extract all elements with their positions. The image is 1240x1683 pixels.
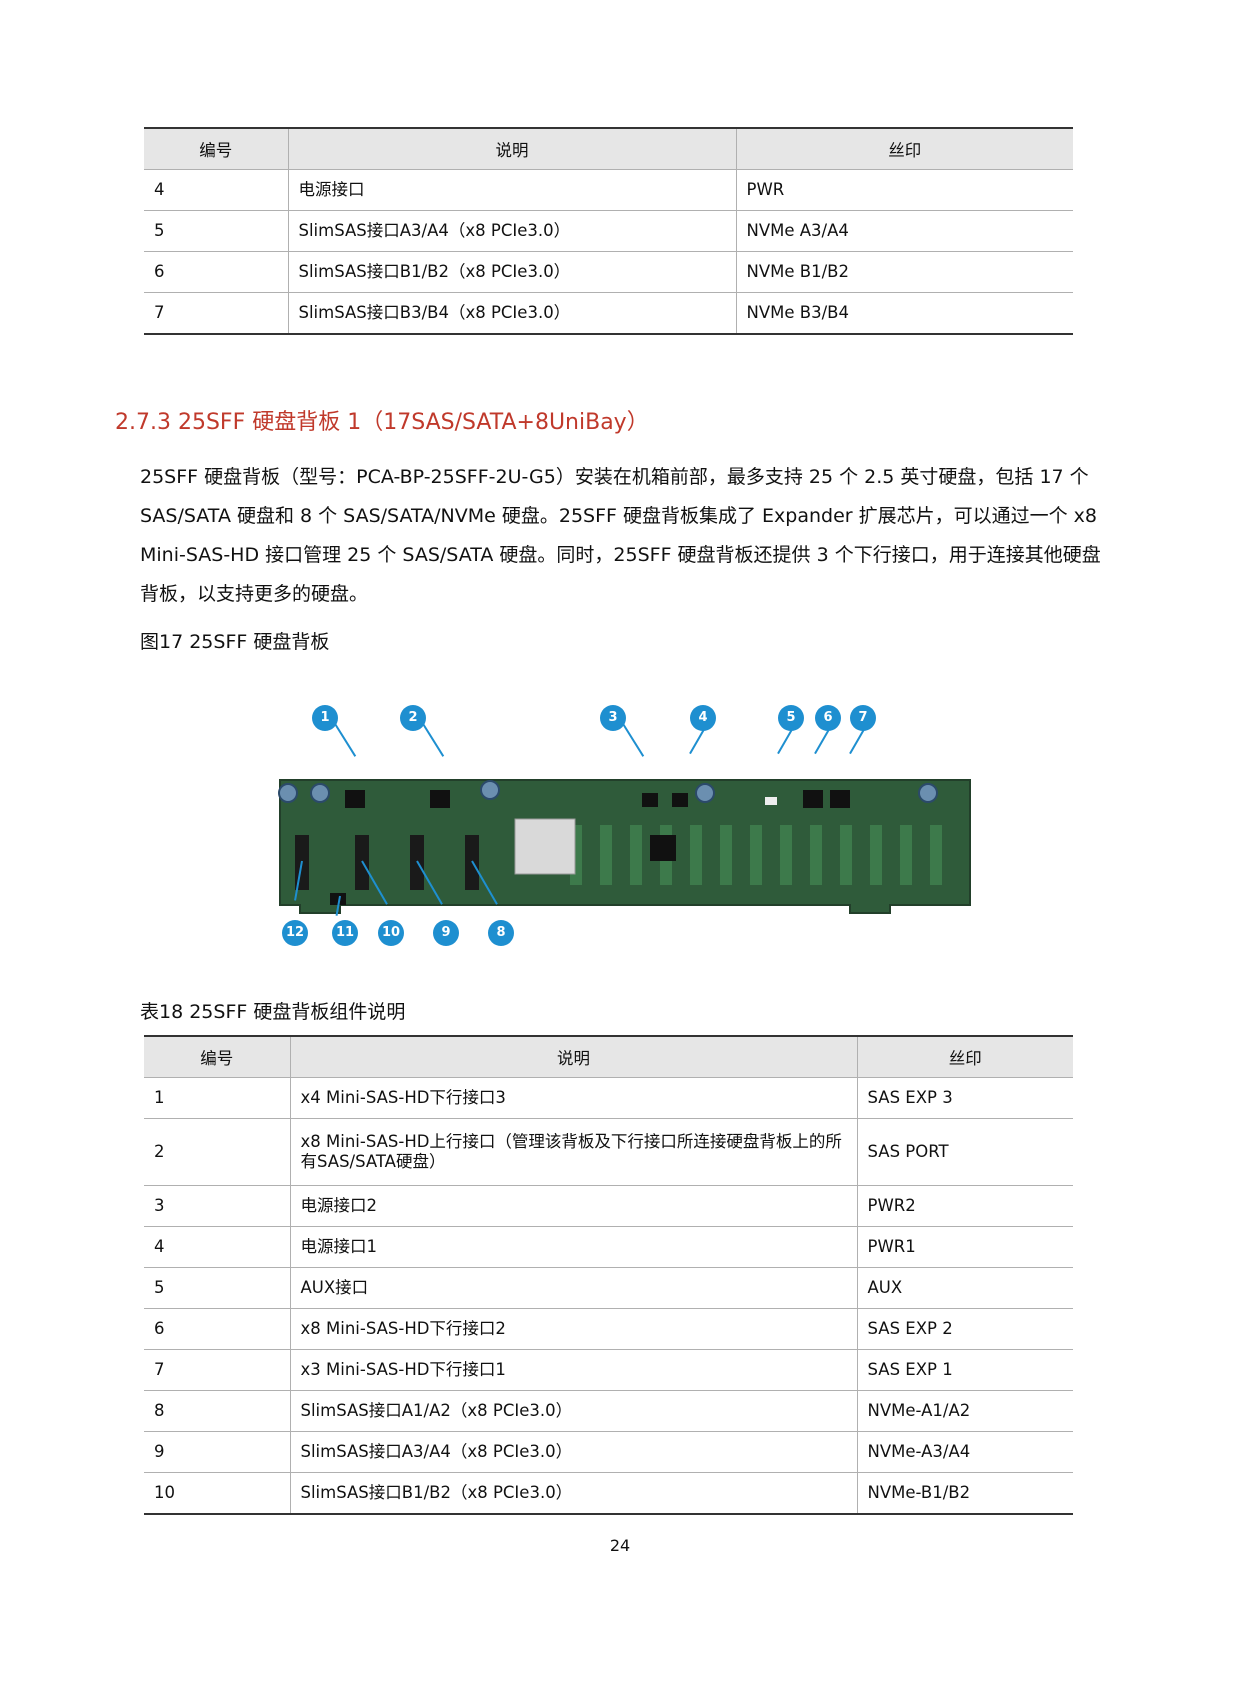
section-heading: 2.7.3 25SFF 硬盘背板 1（17SAS/SATA+8UniBay）	[115, 410, 649, 435]
table-row: 5 AUX接口 AUX	[144, 1267, 1073, 1309]
cell-number: 4	[144, 169, 289, 211]
cell-description: SlimSAS接口B1/B2（x8 PCIe3.0）	[288, 251, 737, 293]
table-caption: 表18 25SFF 硬盘背板组件说明	[140, 1001, 406, 1023]
expander-chip	[650, 835, 676, 861]
cell-description: SlimSAS接口A3/A4（x8 PCIe3.0）	[290, 1431, 858, 1473]
cell-number: 7	[144, 1349, 291, 1391]
power-connectors	[642, 793, 688, 807]
cell-number: 8	[144, 1390, 291, 1432]
table-row: 7 x3 Mini-SAS-HD下行接口1 SAS EXP 1	[144, 1349, 1073, 1391]
aux-connector	[765, 797, 777, 805]
cell-silkscreen: NVMe A3/A4	[736, 210, 1073, 252]
table-row: 1 x4 Mini-SAS-HD下行接口3 SAS EXP 3	[144, 1077, 1073, 1119]
header-description: 说明	[290, 1036, 858, 1078]
cell-description: x3 Mini-SAS-HD下行接口1	[290, 1349, 858, 1391]
cell-silkscreen: PWR	[736, 169, 1073, 211]
expander-heatsink	[514, 818, 576, 875]
cell-number: 1	[144, 1077, 291, 1119]
table-row: 2 x8 Mini-SAS-HD上行接口（管理该背板及下行接口所连接硬盘背板上的…	[144, 1118, 1073, 1186]
cell-silkscreen: NVMe-A3/A4	[857, 1431, 1073, 1473]
cell-number: 9	[144, 1431, 291, 1473]
intro-paragraph: 25SFF 硬盘背板（型号：PCA-BP-25SFF-2U-G5）安装在机箱前部…	[140, 466, 1101, 605]
callout-4: 4	[690, 705, 716, 731]
component-table: 编号 说明 丝印 1 x4 Mini-SAS-HD下行接口3 SAS EXP 3…	[144, 1035, 1073, 1515]
cell-description: x8 Mini-SAS-HD下行接口2	[290, 1308, 858, 1350]
table-row: 6 x8 Mini-SAS-HD下行接口2 SAS EXP 2	[144, 1308, 1073, 1350]
table-row: 9 SlimSAS接口A3/A4（x8 PCIe3.0） NVMe-A3/A4	[144, 1431, 1073, 1473]
cell-number: 6	[144, 251, 289, 293]
cell-number: 2	[144, 1118, 291, 1186]
table-row: 6 SlimSAS接口B1/B2（x8 PCIe3.0） NVMe B1/B2	[144, 251, 1073, 293]
cell-description: x8 Mini-SAS-HD上行接口（管理该背板及下行接口所连接硬盘背板上的所有…	[290, 1118, 858, 1186]
cell-silkscreen: SAS PORT	[857, 1118, 1073, 1186]
cell-number: 5	[144, 1267, 291, 1309]
page-number: 24	[609, 1536, 631, 1555]
callout-3: 3	[600, 705, 626, 731]
cell-description: SlimSAS接口B1/B2（x8 PCIe3.0）	[290, 1472, 858, 1514]
callout-6: 6	[815, 705, 841, 731]
drive-connector-slots	[570, 825, 942, 885]
cell-number: 10	[144, 1472, 291, 1514]
figure-caption: 图17 25SFF 硬盘背板	[140, 631, 330, 653]
cell-silkscreen: PWR1	[857, 1226, 1073, 1268]
cell-number: 3	[144, 1185, 291, 1227]
header-description: 说明	[288, 128, 737, 170]
standoffs	[278, 780, 938, 803]
header-silkscreen: 丝印	[857, 1036, 1073, 1078]
callout-9: 9	[433, 920, 459, 946]
backplane-image	[278, 779, 971, 914]
mini-sas-hd-connectors	[345, 790, 850, 808]
cell-description: 电源接口1	[290, 1226, 858, 1268]
table-row: 3 电源接口2 PWR2	[144, 1185, 1073, 1227]
header-number: 编号	[144, 128, 289, 170]
callout-7: 7	[850, 705, 876, 731]
cell-silkscreen: SAS EXP 3	[857, 1077, 1073, 1119]
table-row: 10 SlimSAS接口B1/B2（x8 PCIe3.0） NVMe-B1/B2	[144, 1472, 1073, 1514]
header-silkscreen: 丝印	[736, 128, 1073, 170]
callout-12: 12	[282, 920, 308, 946]
cell-silkscreen: NVMe-A1/A2	[857, 1390, 1073, 1432]
cell-number: 7	[144, 292, 289, 334]
callout-1: 1	[312, 705, 338, 731]
cell-silkscreen: SAS EXP 1	[857, 1349, 1073, 1391]
cell-silkscreen: PWR2	[857, 1185, 1073, 1227]
cell-silkscreen: NVMe B3/B4	[746, 303, 849, 322]
cell-description: SlimSAS接口B3/B4（x8 PCIe3.0）	[288, 292, 737, 334]
callout-11: 11	[332, 920, 358, 946]
callout-10: 10	[378, 920, 404, 946]
table-header-row: 编号 说明 丝印	[144, 128, 1073, 170]
cell-description: 电源接口2	[290, 1185, 858, 1227]
cell-description: SlimSAS接口A3/A4（x8 PCIe3.0）	[288, 210, 737, 252]
cell-silkscreen: AUX	[857, 1267, 1073, 1309]
cell-silkscreen: NVMe B1/B2	[736, 251, 1073, 293]
cell-silkscreen: NVMe-B1/B2	[867, 1483, 971, 1502]
callout-8: 8	[488, 920, 514, 946]
cell-silkscreen: SAS EXP 2	[857, 1308, 1073, 1350]
table-row: 8 SlimSAS接口A1/A2（x8 PCIe3.0） NVMe-A1/A2	[144, 1390, 1073, 1432]
table-header-row: 编号 说明 丝印	[144, 1036, 1073, 1078]
header-number: 编号	[144, 1036, 291, 1078]
cell-description: 电源接口	[288, 169, 737, 211]
callout-2: 2	[400, 705, 426, 731]
cell-number: 6	[144, 1308, 291, 1350]
cell-number: 5	[144, 210, 289, 252]
board-pcb	[279, 779, 971, 914]
table-row: 4 电源接口 PWR	[144, 169, 1073, 211]
cell-description: SlimSAS接口A1/A2（x8 PCIe3.0）	[290, 1390, 858, 1432]
table-row: 5 SlimSAS接口A3/A4（x8 PCIe3.0） NVMe A3/A4	[144, 210, 1073, 252]
component-table-continued: 编号 说明 丝印 4 电源接口 PWR 5 SlimSAS接口A3/A4（x8 …	[144, 127, 1073, 335]
backplane-figure: 1 2 3 4 5 6 7 8 9 10 11 12	[270, 705, 1010, 955]
callout-5: 5	[778, 705, 804, 731]
table-row: 4 电源接口1 PWR1	[144, 1226, 1073, 1268]
table-row: 7 SlimSAS接口B3/B4（x8 PCIe3.0） NVMe B3/B4	[144, 292, 1073, 334]
cell-description: AUX接口	[290, 1267, 858, 1309]
cell-description: x4 Mini-SAS-HD下行接口3	[290, 1077, 858, 1119]
cell-number: 4	[144, 1226, 291, 1268]
